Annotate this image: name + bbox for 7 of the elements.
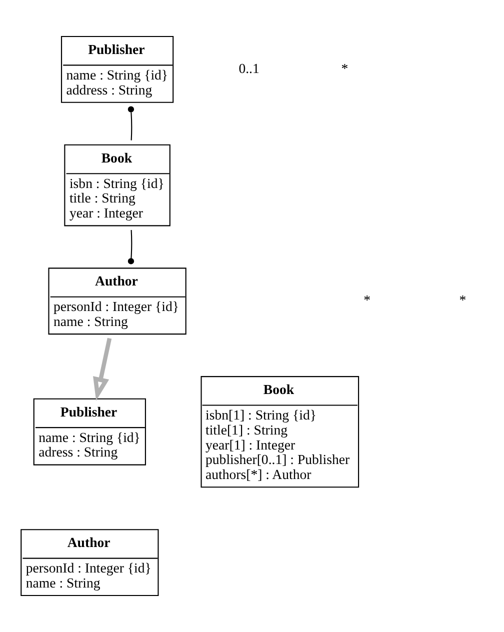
label: *	[364, 292, 370, 308]
connector	[128, 106, 134, 140]
label: 0..1	[238, 61, 260, 76]
connector	[128, 230, 134, 264]
arrow	[93, 338, 112, 401]
label: *	[341, 61, 348, 76]
label: *	[459, 292, 466, 308]
